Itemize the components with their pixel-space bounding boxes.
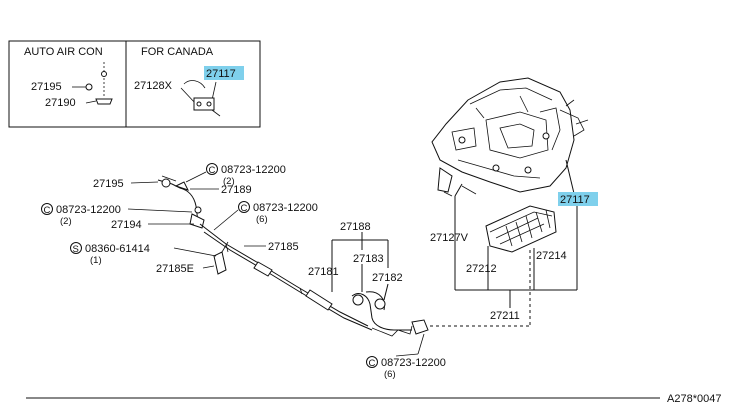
heater-unit-drawing bbox=[431, 77, 589, 197]
bolt-callout-5: C 08723-12200 (6) bbox=[366, 333, 446, 380]
inset-part-27190: 27190 bbox=[45, 97, 76, 109]
right-leader-lines bbox=[430, 159, 578, 327]
bolt-2-symbol: C bbox=[44, 205, 51, 216]
inset-left-title: AUTO AIR CON bbox=[24, 46, 103, 58]
label-27127v: 27127V bbox=[430, 232, 469, 244]
label-27188: 27188 bbox=[340, 221, 371, 233]
hose-assembly-drawing bbox=[157, 175, 429, 337]
label-27214: 27214 bbox=[536, 250, 567, 262]
duct-assembly-drawing bbox=[485, 205, 557, 253]
footer-code: A278*0047 bbox=[667, 393, 721, 405]
label-27182: 27182 bbox=[372, 272, 403, 284]
inset-part-27128x: 27128X bbox=[134, 80, 173, 92]
bolt-2-qty: (2) bbox=[60, 216, 72, 227]
center-leader-lines bbox=[331, 232, 389, 301]
label-27211: 27211 bbox=[490, 310, 520, 322]
bolt-1-qty: (2) bbox=[223, 176, 235, 187]
bolt-4-code: 08360-61414 bbox=[85, 243, 150, 255]
inset-box: AUTO AIR CON FOR CANADA 27195 27190 2712… bbox=[8, 40, 261, 128]
bolt-5-code: 08723-12200 bbox=[381, 357, 446, 369]
bolt-callout-1: C 08723-12200 (2) bbox=[185, 163, 286, 187]
inset-27117-highlight bbox=[204, 66, 244, 80]
bolt-3-code: 08723-12200 bbox=[253, 202, 318, 214]
bolt-1-code: 08723-12200 bbox=[221, 164, 286, 176]
label-27117-highlight bbox=[558, 192, 598, 206]
bolt-3-symbol: C bbox=[241, 203, 248, 214]
label-27185e: 27185E bbox=[156, 263, 194, 275]
label-27194: 27194 bbox=[111, 219, 142, 231]
label-27181: 27181 bbox=[308, 266, 339, 278]
bolt-callout-2: C 08723-12200 (2) bbox=[41, 203, 193, 227]
label-27189: 27189 bbox=[221, 184, 252, 196]
inset-sensor-part bbox=[72, 62, 113, 105]
bolt-5-symbol: C bbox=[369, 358, 376, 369]
label-27183: 27183 bbox=[353, 253, 384, 265]
bolt-callout-3: C 08723-12200 (6) bbox=[213, 201, 318, 231]
label-27185: 27185 bbox=[268, 241, 299, 253]
bolt-2-code: 08723-12200 bbox=[56, 204, 121, 216]
inset-actuator-part bbox=[180, 80, 221, 117]
inset-part-27117: 27117 bbox=[206, 68, 236, 80]
label-27212: 27212 bbox=[466, 263, 497, 275]
bolt-3-qty: (6) bbox=[256, 214, 268, 225]
bolt-1-symbol: C bbox=[209, 165, 216, 176]
inset-right-title: FOR CANADA bbox=[141, 46, 214, 58]
label-27117: 27117 bbox=[560, 194, 590, 206]
bolt-4-qty: (1) bbox=[90, 255, 102, 266]
bolt-5-qty: (6) bbox=[384, 369, 396, 380]
bolt-4-symbol: S bbox=[73, 244, 79, 255]
bolt-callout-4: S 08360-61414 (1) bbox=[70, 242, 217, 266]
inset-part-27195: 27195 bbox=[31, 81, 62, 93]
label-27195: 27195 bbox=[93, 178, 124, 190]
